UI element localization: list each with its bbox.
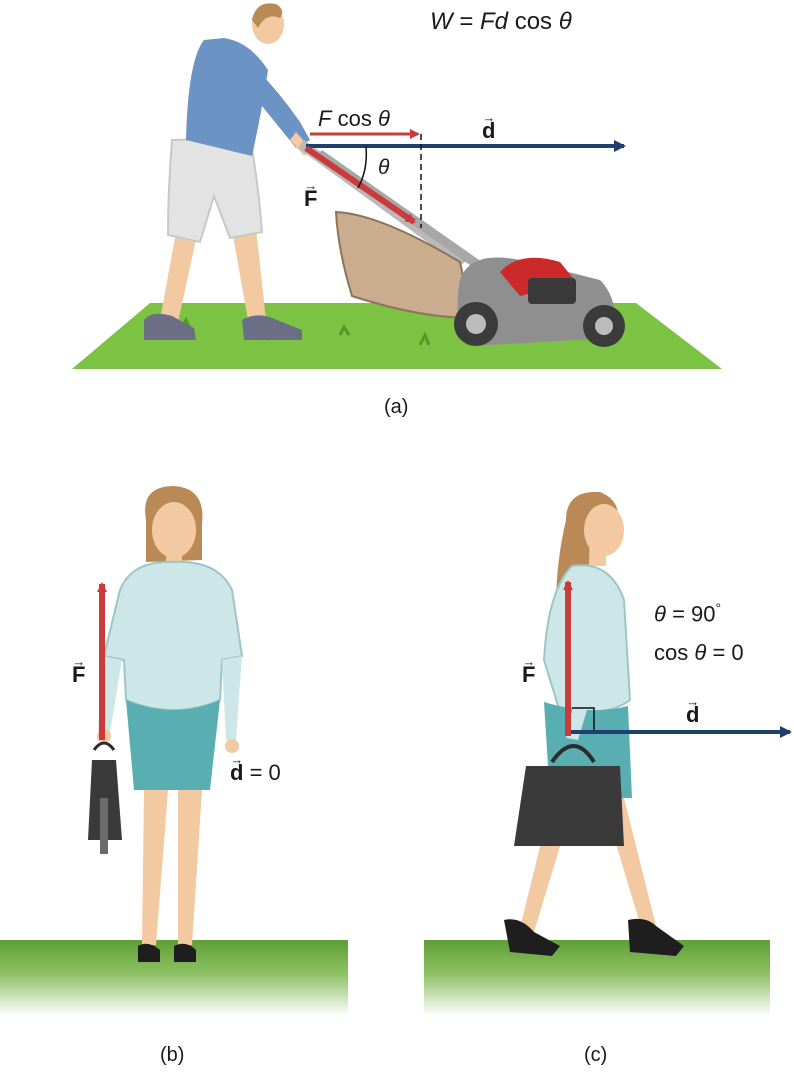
work-formula: W = Fd cos θ — [430, 8, 572, 36]
right-angle-marker — [572, 707, 595, 730]
f-vector-symbol-b: F — [72, 662, 85, 688]
formula-fd: Fd — [480, 8, 509, 35]
theta-90-value: = 90 — [672, 601, 716, 627]
fcos-label: F cos θ — [318, 106, 390, 132]
cos-word: cos — [654, 640, 689, 665]
f-vector-symbol-a: F — [304, 186, 317, 212]
formula-w: W — [430, 8, 453, 35]
man-figure — [144, 3, 312, 340]
fcos-f: F — [318, 106, 332, 131]
cos-zero-value: = 0 — [712, 640, 744, 665]
grass-strip-c — [424, 940, 770, 1016]
theta-label-a: θ — [378, 156, 390, 179]
panel-b — [0, 486, 348, 1016]
fcos-cos: cos — [337, 106, 372, 131]
formula-theta: θ — [558, 8, 572, 35]
theta-arc-a — [357, 145, 368, 189]
formula-equals: = — [459, 8, 474, 35]
f-label-b: F — [72, 662, 85, 688]
caption-a: (a) — [384, 396, 409, 418]
f-label-a: F — [304, 186, 317, 212]
theta-90-symbol: θ — [654, 601, 666, 627]
d-vector-symbol-a: d — [482, 118, 495, 144]
formula-cos: cos — [514, 8, 553, 35]
d-zero-label-b: d = 0 — [230, 760, 281, 786]
panel-c — [424, 491, 792, 1016]
d-label-c: d — [686, 702, 699, 728]
d-label-a: d — [482, 118, 495, 144]
d-vector-symbol-c: d — [686, 702, 699, 728]
degree-sign: ° — [715, 600, 722, 616]
woman-standing — [88, 486, 244, 962]
caption-b: (b) — [160, 1044, 185, 1066]
cos-zero-label: cos θ = 0 — [654, 640, 744, 666]
theta-90-label: θ = 90° — [654, 600, 721, 627]
cos-theta-symbol: θ — [694, 640, 707, 665]
fcos-theta: θ — [377, 106, 390, 131]
f-label-c: F — [522, 662, 535, 688]
d-vector-symbol-b: d — [230, 760, 243, 786]
panel-a — [72, 3, 722, 369]
caption-c: (c) — [584, 1044, 608, 1066]
f-vector-symbol-c: F — [522, 662, 535, 688]
d-zero-value: = 0 — [249, 760, 281, 785]
